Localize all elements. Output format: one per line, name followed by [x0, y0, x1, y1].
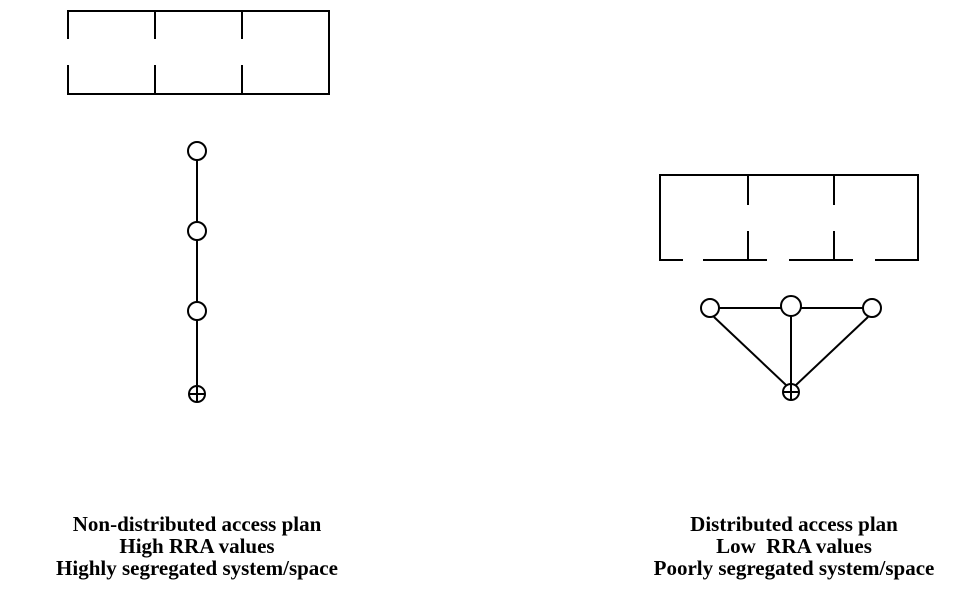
caption-rra: Low RRA values	[716, 534, 872, 558]
caption-title: Distributed access plan	[690, 512, 898, 536]
right-caption: Distributed access plan Low RRA values P…	[624, 513, 964, 579]
space-node	[187, 141, 207, 161]
exterior-root-node	[782, 383, 800, 401]
exterior-root-node	[188, 385, 206, 403]
space-node	[187, 221, 207, 241]
caption-segregation: Poorly segregated system/space	[653, 556, 935, 580]
left-floor-plan	[67, 10, 330, 95]
space-node	[700, 298, 720, 318]
graph-edge	[713, 316, 787, 386]
space-node	[780, 295, 802, 317]
right-floor-plan	[659, 174, 919, 261]
graph-edge	[795, 316, 869, 386]
caption-title: Non-distributed access plan	[72, 512, 322, 536]
left-access-graph	[187, 141, 207, 403]
caption-segregation: Highly segregated system/space	[56, 556, 338, 580]
right-access-graph	[700, 295, 882, 401]
space-node	[187, 301, 207, 321]
caption-rra: High RRA values	[119, 534, 275, 558]
left-caption: Non-distributed access plan High RRA val…	[27, 513, 367, 579]
space-node	[862, 298, 882, 318]
